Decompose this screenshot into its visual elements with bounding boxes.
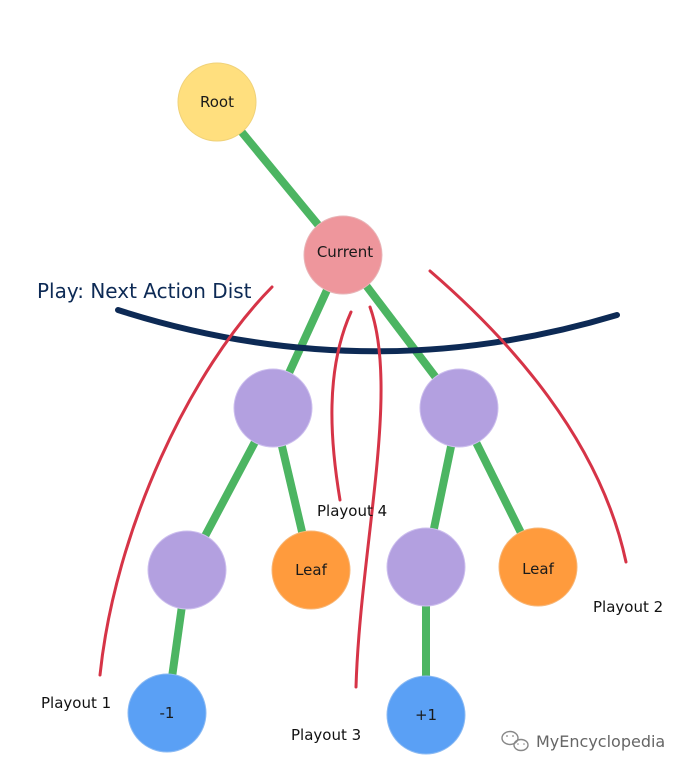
playout-2-curve [428, 269, 628, 564]
playout-4-curve [330, 310, 353, 502]
terminal-node-right: +1 [386, 675, 466, 755]
current-node: Current [303, 215, 383, 295]
root-node-label: Root [200, 93, 234, 111]
playout-4-label: Playout 4 [317, 502, 387, 520]
root-node: Root [177, 62, 257, 142]
leaf-node-left-label: Leaf [295, 561, 328, 579]
playout-1-label: Playout 1 [41, 694, 111, 712]
leaf-node-right: Leaf [498, 527, 578, 607]
inner-node-left-2 [147, 530, 227, 610]
wechat-icon [501, 730, 529, 752]
leaf-node-left: Leaf [271, 530, 351, 610]
inner-node-left [233, 368, 313, 448]
leaf-node-right-circle [498, 527, 578, 607]
current-node-circle [303, 215, 383, 295]
next-action-dist-arc [115, 307, 620, 355]
tree-nodes: Root Current Leaf Leaf -1 +1 [127, 62, 578, 755]
playout-curves [98, 269, 628, 689]
current-node-label: Current [317, 243, 373, 261]
playout-3-label: Playout 3 [291, 726, 361, 744]
terminal-node-right-label: +1 [415, 706, 437, 724]
watermark-text: MyEncyclopedia [536, 732, 665, 751]
playout-1-curve [98, 285, 274, 677]
terminal-node-right-circle [386, 675, 466, 755]
terminal-node-left-circle [127, 673, 207, 753]
inner-node-right [419, 368, 499, 448]
playout-2-label: Playout 2 [593, 598, 663, 616]
terminal-node-left: -1 [127, 673, 207, 753]
terminal-node-left-label: -1 [160, 704, 175, 722]
root-node-circle [177, 62, 257, 142]
leaf-node-right-label: Leaf [522, 560, 555, 578]
watermark: MyEncyclopedia [501, 730, 665, 752]
playout-3-curve [354, 305, 383, 689]
leaf-node-left-circle [271, 530, 351, 610]
inner-node-right-2 [386, 527, 466, 607]
next-action-dist-label: Play: Next Action Dist [37, 279, 252, 303]
